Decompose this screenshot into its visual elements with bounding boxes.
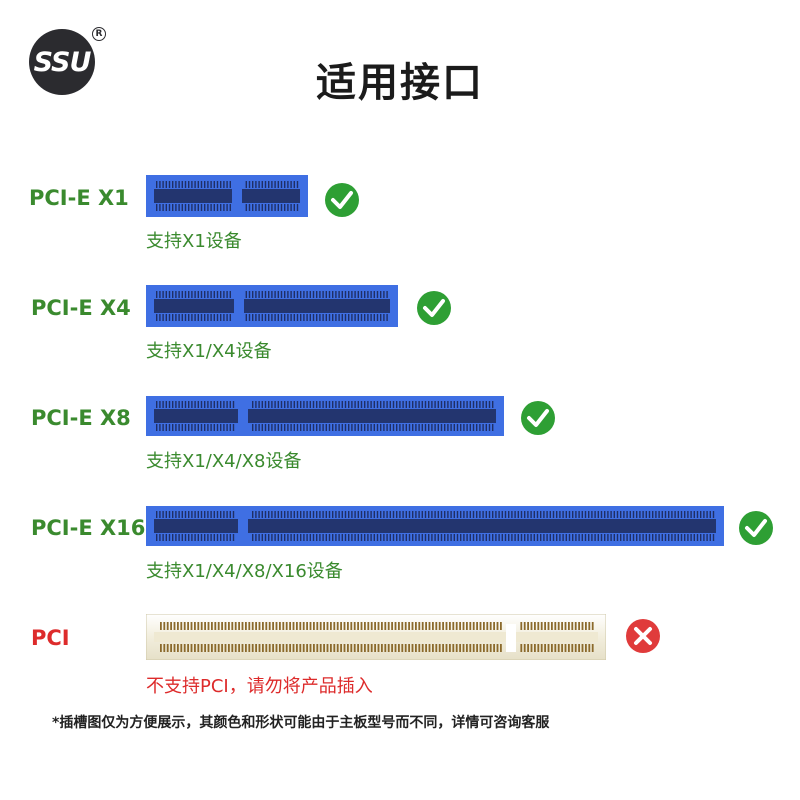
pcie-x8-slot-graphic xyxy=(146,396,504,436)
registered-mark: R xyxy=(92,27,106,41)
check-icon xyxy=(325,183,359,217)
pcie-x1-slot-graphic xyxy=(146,175,308,217)
slot-label-pcie-x8: PCI-E X8 xyxy=(31,406,131,430)
check-icon xyxy=(417,291,451,325)
support-text-pcie-x4: 支持X1/X4设备 xyxy=(146,341,272,362)
slot-label-pci: PCI xyxy=(31,626,70,650)
pcie-x16-slot-graphic xyxy=(146,506,724,546)
slot-label-pcie-x4: PCI-E X4 xyxy=(31,296,131,320)
check-icon xyxy=(739,511,773,545)
support-text-pcie-x1: 支持X1设备 xyxy=(146,231,242,252)
page-title: 适用接口 xyxy=(316,60,484,106)
slot-label-pcie-x16: PCI-E X16 xyxy=(31,516,146,540)
brand-logo-text: SSU xyxy=(33,46,92,78)
pci-slot-graphic xyxy=(146,614,606,660)
support-text-pcie-x16: 支持X1/X4/X8/X16设备 xyxy=(146,561,343,582)
brand-logo xyxy=(29,29,95,95)
pcie-x4-slot-graphic xyxy=(146,285,398,327)
slot-label-pcie-x1: PCI-E X1 xyxy=(29,186,129,210)
check-icon xyxy=(521,401,555,435)
support-text-pcie-x8: 支持X1/X4/X8设备 xyxy=(146,451,302,472)
footnote: *插槽图仅为方便展示，其颜色和形状可能由于主板型号而不同，详情可咨询客服 xyxy=(52,715,550,731)
support-text-pci: 不支持PCI，请勿将产品插入 xyxy=(146,676,373,697)
cross-icon xyxy=(626,619,660,653)
